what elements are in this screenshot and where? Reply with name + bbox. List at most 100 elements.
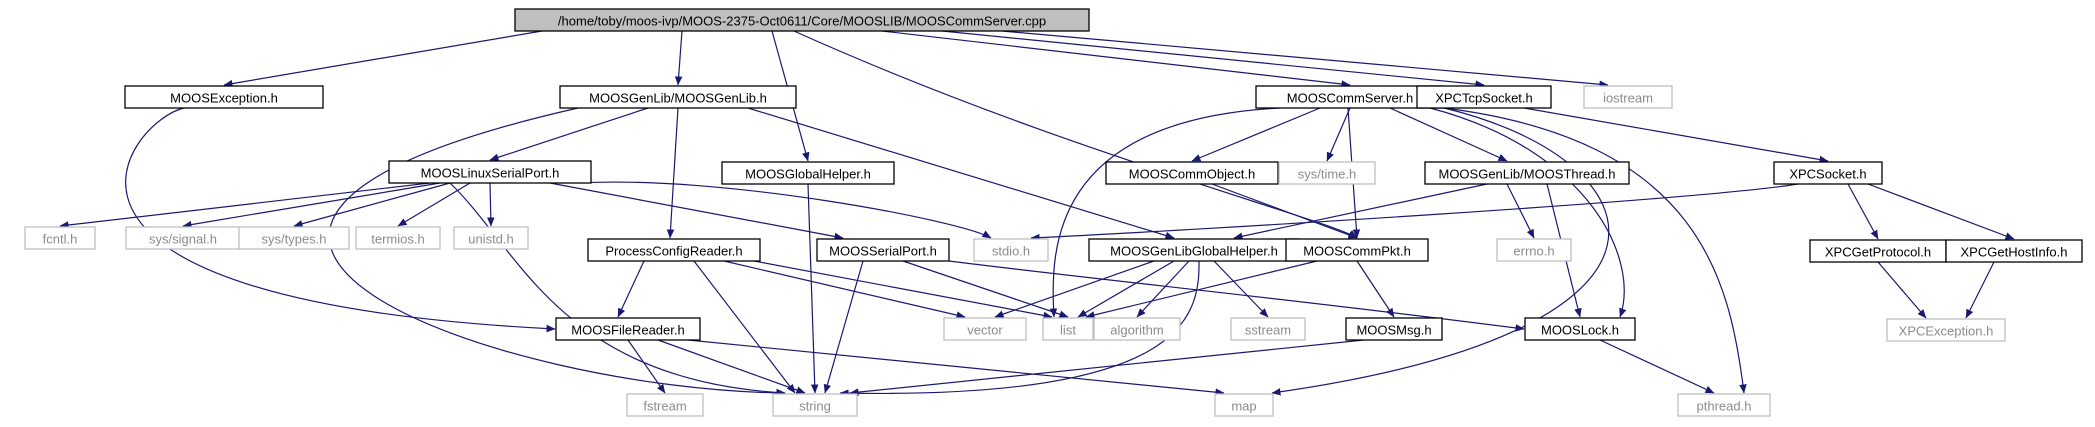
edge-moosthread-to-errno [1506, 183, 1535, 239]
node-label: MOOSFileReader.h [571, 323, 684, 338]
node-xpcgethostinfo[interactable]: XPCGetHostInfo.h [1945, 239, 2083, 263]
node-fstream: fstream [626, 393, 704, 417]
node-label: termios.h [371, 232, 424, 247]
dependency-edge [487, 182, 495, 227]
dependency-edge [753, 260, 1053, 320]
node-box [124, 85, 324, 109]
node-processconfig[interactable]: ProcessConfigReader.h [587, 238, 761, 262]
node-pthread: pthread.h [1677, 393, 1771, 417]
node-mooscommobject[interactable]: MOOSCommObject.h [1105, 161, 1279, 185]
edge-mooslinuxserial-to-stdio [579, 181, 992, 239]
node-label: XPCSocket.h [1789, 167, 1866, 182]
node-box [626, 393, 704, 417]
node-mooscommserver[interactable]: MOOSCommServer.h [1255, 85, 1445, 109]
node-iostream: iostream [1583, 85, 1673, 109]
dependency-edge [674, 30, 683, 86]
node-box [721, 161, 895, 185]
node-syssignal: sys/signal.h [125, 226, 241, 250]
dependency-edge [1847, 183, 1879, 240]
node-box [1424, 161, 1630, 185]
edge-mooscommserver-to-mooslock [1429, 107, 1627, 318]
node-moosthread[interactable]: MOOSGenLib/MOOSThread.h [1424, 161, 1630, 185]
node-label: map [1231, 399, 1256, 414]
dependency-edge [1326, 107, 1351, 162]
node-list: list [1042, 317, 1094, 341]
edge-mooslinuxserial-to-syssignal [182, 182, 441, 229]
dependency-edge [948, 260, 1525, 332]
node-box [514, 8, 1090, 32]
node-xpcexception: XPCException.h [1886, 318, 2006, 342]
node-label: algorithm [1110, 323, 1163, 338]
edge-moosserial-to-list [902, 260, 1069, 318]
edge-xpctcpsocket-to-xpcsocket [1523, 107, 1829, 164]
edge-mooscommserver-to-list [1049, 107, 1281, 318]
dependency-edge [1877, 261, 1927, 319]
node-mooslock[interactable]: MOOSLock.h [1524, 317, 1636, 341]
dependency-edge [617, 260, 645, 318]
node-label: MOOSCommPkt.h [1303, 244, 1411, 259]
edge-moosgenlibglobal-to-algorithm [1136, 260, 1190, 318]
node-vector: vector [943, 317, 1027, 341]
node-box [1496, 238, 1572, 262]
node-map: map [1214, 393, 1274, 417]
dependency-edge [1049, 107, 1281, 318]
node-box [1093, 317, 1181, 341]
node-mooslinuxserial[interactable]: MOOSLinuxSerialPort.h [388, 160, 592, 184]
node-label: pthread.h [1697, 399, 1752, 414]
dependency-edge [994, 260, 1155, 318]
node-moosserial[interactable]: MOOSSerialPort.h [816, 238, 950, 262]
dependency-edge [1599, 339, 1715, 394]
node-errno: errno.h [1496, 238, 1572, 262]
edge-root-to-iostream [1001, 30, 1609, 89]
edge-mooslinuxserial-to-string [449, 182, 786, 397]
node-moosgenlib[interactable]: MOOSGenLib/MOOSGenLib.h [559, 85, 797, 109]
node-algorithm: algorithm [1093, 317, 1181, 341]
node-label: MOOSGenLibGlobalHelper.h [1110, 244, 1278, 259]
node-moosglobalhelper[interactable]: MOOSGlobalHelper.h [721, 161, 895, 185]
node-box [388, 160, 592, 184]
node-systypes: sys/types.h [238, 226, 350, 250]
node-box [1583, 85, 1673, 109]
dependency-edge [449, 182, 786, 397]
node-label: sys/time.h [1298, 167, 1357, 182]
node-unistd: unistd.h [453, 226, 529, 250]
edge-processconfig-to-vector [723, 260, 966, 319]
node-label: vector [967, 323, 1003, 338]
node-xpcgetprotocol[interactable]: XPCGetProtocol.h [1809, 239, 1947, 263]
node-box [1886, 318, 2006, 342]
dependency-edge [1136, 260, 1190, 318]
node-mooscommpkt[interactable]: MOOSCommPkt.h [1285, 238, 1429, 262]
edge-moosfilereader-to-fstream [627, 339, 666, 394]
edge-xpcsocket-to-xpcgetprotocol [1847, 183, 1879, 240]
edge-moosexception-to-moosfilereader [125, 107, 556, 333]
edge-moosserial-to-mooslock [948, 260, 1525, 332]
edge-moosmsg-to-string [849, 339, 1365, 396]
node-moosmsg[interactable]: MOOSMsg.h [1345, 317, 1443, 341]
node-xpcsocket[interactable]: XPCSocket.h [1773, 161, 1883, 185]
node-moosexception[interactable]: MOOSException.h [124, 85, 324, 109]
node-box [1105, 161, 1279, 185]
dependency-edge [1191, 107, 1321, 162]
node-label: XPCGetHostInfo.h [1961, 245, 2068, 260]
dependency-edge [1077, 260, 1175, 318]
node-box [943, 317, 1027, 341]
dependency-edge [823, 260, 864, 394]
node-moosfilereader[interactable]: MOOSFileReader.h [555, 317, 701, 341]
dependency-edge [1965, 261, 1995, 319]
edge-xpcgethostinfo-to-xpcexception [1965, 261, 1995, 319]
edge-root-to-mooscommserver [881, 30, 1351, 88]
node-label: iostream [1603, 91, 1653, 106]
node-xpctcpsocket[interactable]: XPCTcpSocket.h [1416, 85, 1552, 109]
node-label: /home/toby/moos-ivp/MOOS-2375-Oct0611/Co… [558, 14, 1046, 29]
edge-xpcsocket-to-stdio [1030, 183, 1799, 242]
node-fcntl: fcntl.h [24, 226, 96, 250]
dependency-edge [657, 339, 806, 394]
node-root[interactable]: /home/toby/moos-ivp/MOOS-2375-Oct0611/Co… [514, 8, 1090, 32]
edge-moosfilereader-to-map [687, 339, 1225, 396]
dependency-edge [627, 339, 666, 394]
dependency-edge [1233, 183, 1488, 240]
node-moosgenlibglobal[interactable]: MOOSGenLibGlobalHelper.h [1088, 238, 1300, 262]
edge-root-to-moosexception [223, 30, 543, 88]
node-label: MOOSException.h [170, 91, 278, 106]
dependency-edge [1271, 107, 1610, 396]
